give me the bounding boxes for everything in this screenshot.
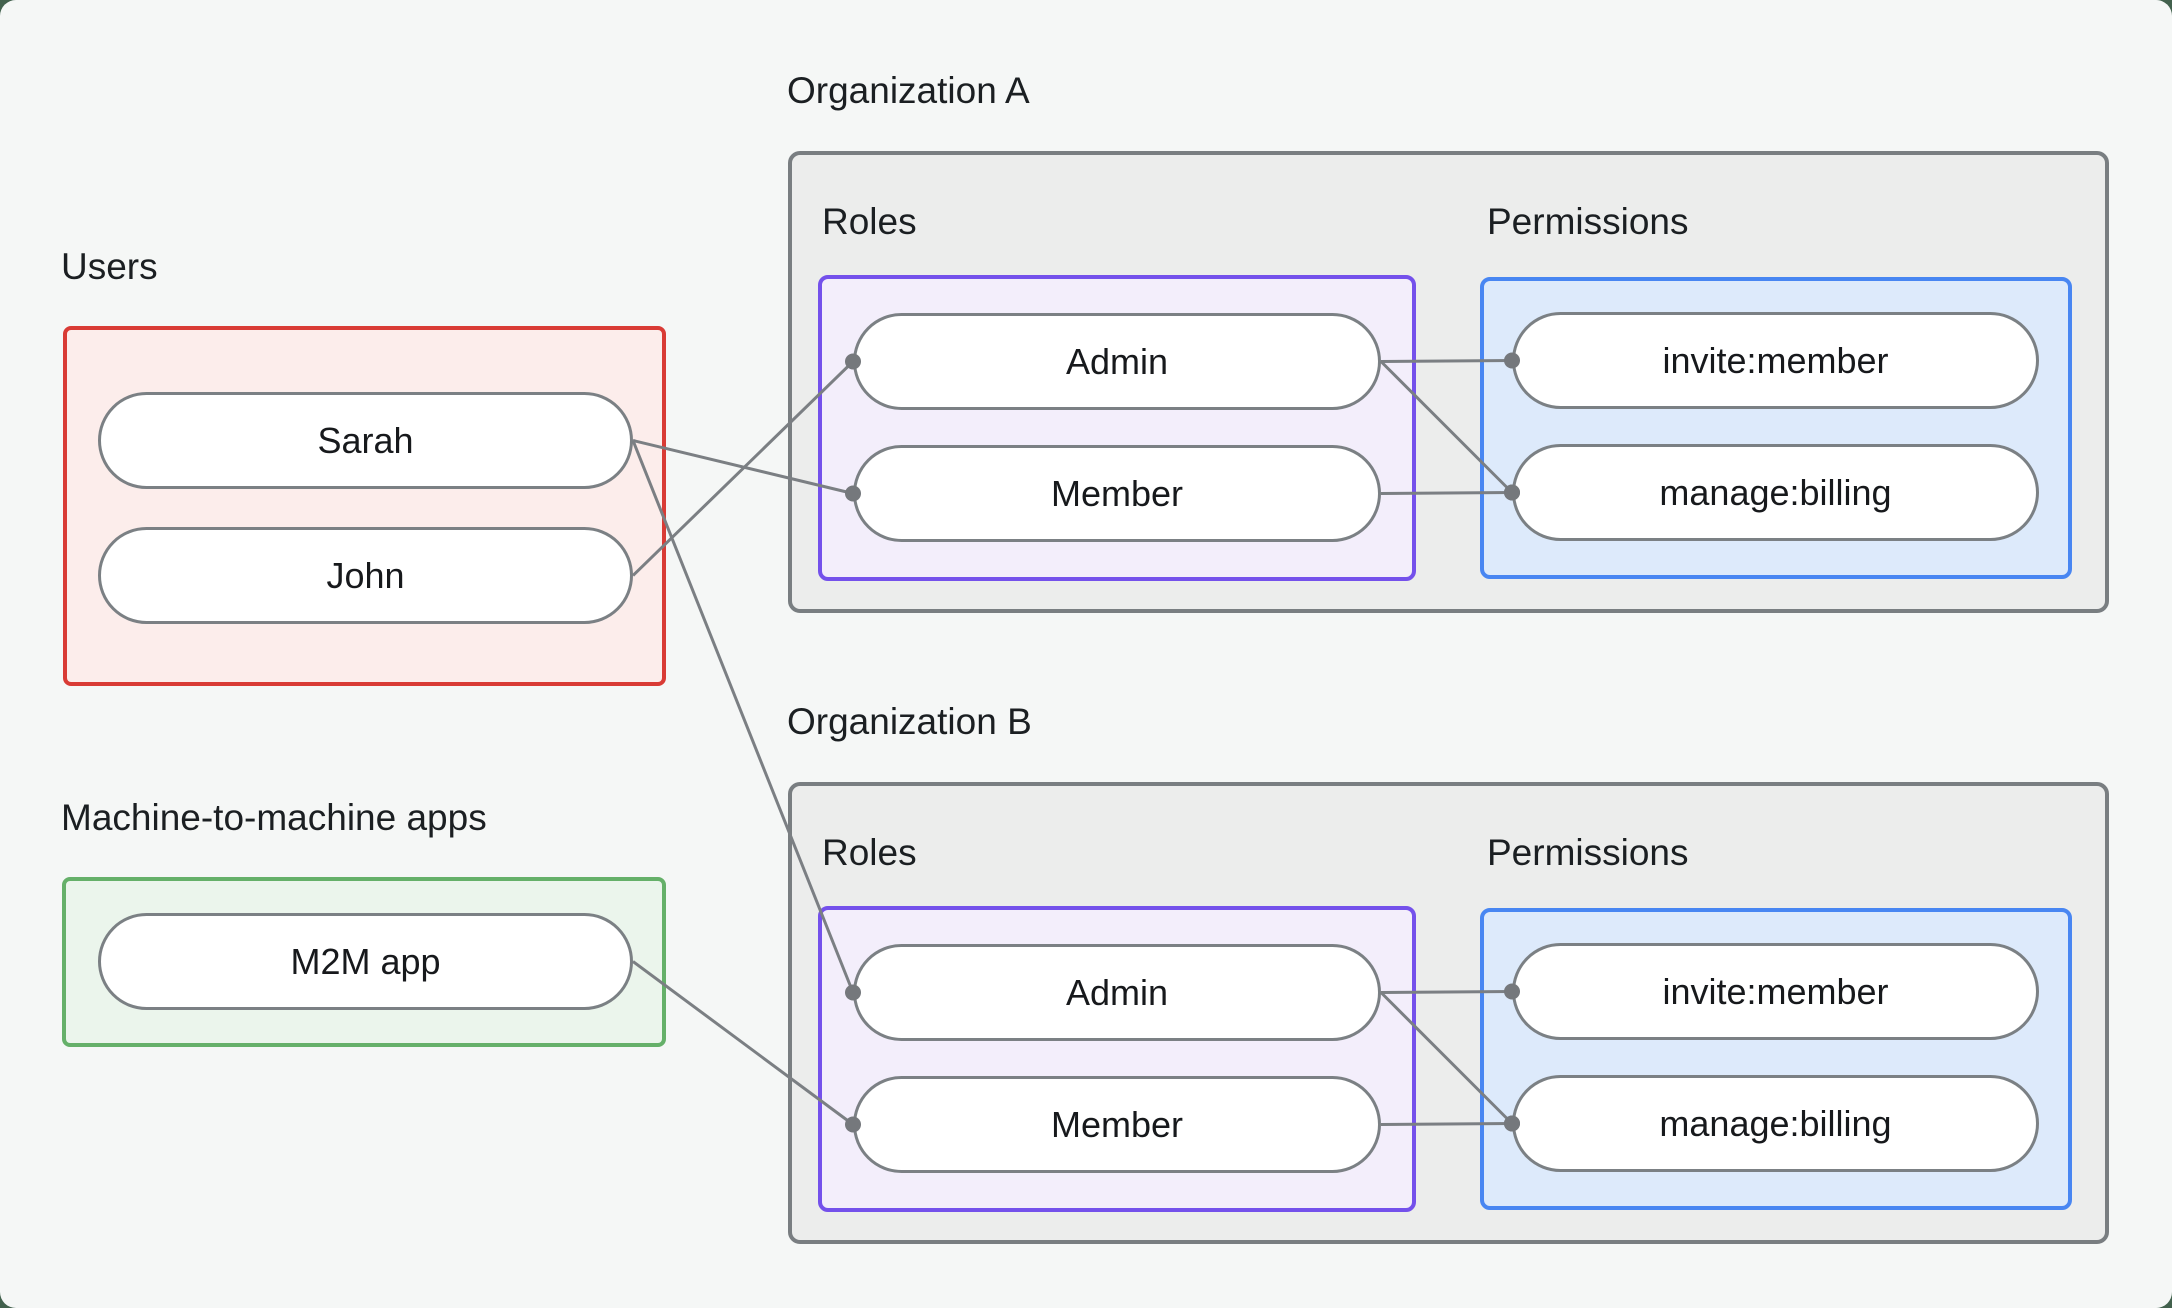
org-a-permissions-box: invite:member manage:billing <box>1480 277 2072 579</box>
org-a-permission-node-manage-billing: manage:billing <box>1512 444 2039 541</box>
org-b-role-node-member: Member <box>853 1076 1381 1173</box>
org-b-permissions-label: Permissions <box>1487 832 1689 873</box>
org-a-roles-box: Admin Member <box>818 275 1416 581</box>
org-b-role-node-admin: Admin <box>853 944 1381 1041</box>
org-a-roles-label: Roles <box>822 201 917 242</box>
org-b-box: Roles Permissions Admin Member invite:me… <box>788 782 2109 1244</box>
user-node-sarah: Sarah <box>98 392 633 489</box>
users-section-label: Users <box>61 246 158 287</box>
org-b-roles-label: Roles <box>822 832 917 873</box>
org-a-box: Roles Permissions Admin Member invite:me… <box>788 151 2109 613</box>
users-group-box: Sarah John <box>63 326 666 686</box>
m2m-group-box: M2M app <box>62 877 666 1047</box>
org-a-label: Organization A <box>787 70 1030 111</box>
org-a-permission-node-invite-member: invite:member <box>1512 312 2039 409</box>
org-b-permission-node-manage-billing: manage:billing <box>1512 1075 2039 1172</box>
org-b-permission-node-invite-member: invite:member <box>1512 943 2039 1040</box>
org-a-role-node-member: Member <box>853 445 1381 542</box>
org-b-label: Organization B <box>787 701 1032 742</box>
org-a-permissions-label: Permissions <box>1487 201 1689 242</box>
org-b-permissions-box: invite:member manage:billing <box>1480 908 2072 1210</box>
m2m-app-node: M2M app <box>98 913 633 1010</box>
org-b-roles-box: Admin Member <box>818 906 1416 1212</box>
org-a-role-node-admin: Admin <box>853 313 1381 410</box>
m2m-section-label: Machine-to-machine apps <box>61 797 487 838</box>
user-node-john: John <box>98 527 633 624</box>
